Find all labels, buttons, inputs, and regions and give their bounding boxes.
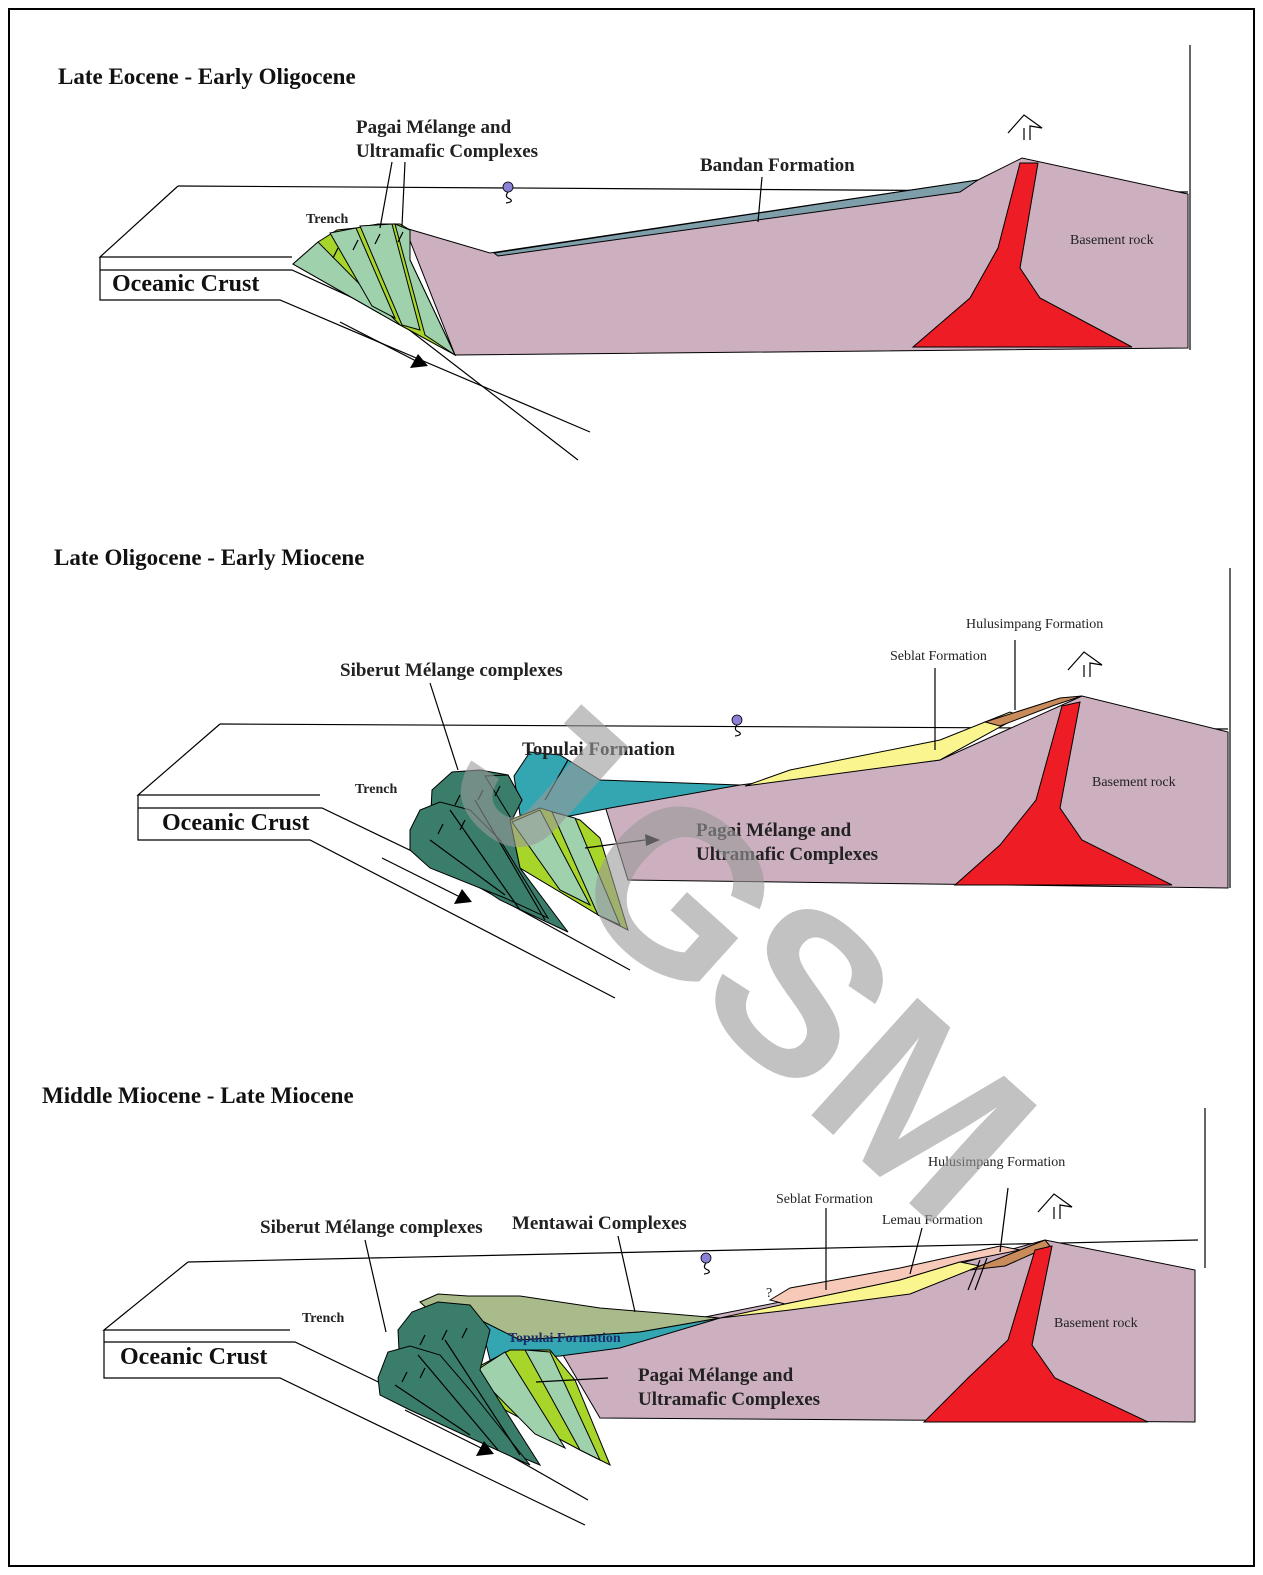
panel-3-topulai-label: Topulai Formation bbox=[508, 1331, 621, 1346]
panel-2-volcano-icon bbox=[1068, 652, 1102, 677]
panel-2-siberut-label: Siberut Mélange complexes bbox=[340, 660, 563, 681]
panel-3-mentawai-label: Mentawai Complexes bbox=[512, 1213, 687, 1234]
panel-2-ocean-top bbox=[138, 724, 320, 795]
panel-2-trench-label: Trench bbox=[355, 782, 397, 797]
panel-3-sea-marker-icon bbox=[701, 1253, 711, 1263]
panel-2-hulusimpang-label: Hulusimpang Formation bbox=[966, 617, 1103, 632]
panel-3-siberut-label: Siberut Mélange complexes bbox=[260, 1217, 483, 1238]
panel-3-pagai-label-1: Pagai Mélange and bbox=[638, 1365, 794, 1386]
panel-1-trench-label: Trench bbox=[306, 212, 348, 227]
panel-1-pagai-leaders bbox=[380, 162, 405, 228]
panel-1-oceanic-crust-label: Oceanic Crust bbox=[112, 271, 259, 297]
panel-1-basement-label: Basement rock bbox=[1070, 233, 1154, 248]
panel-2-seblat-label: Seblat Formation bbox=[890, 649, 987, 664]
panel-2-subduction-arrow-icon bbox=[454, 889, 472, 904]
panel-2-basement-label: Basement rock bbox=[1092, 775, 1176, 790]
panel-1: Late Eocene - Early Oligocene bbox=[58, 45, 1190, 460]
panel-1-title: Late Eocene - Early Oligocene bbox=[58, 64, 356, 89]
panel-3-pagai-label-2: Ultramafic Complexes bbox=[638, 1389, 820, 1410]
panel-3-basement-label: Basement rock bbox=[1054, 1316, 1138, 1331]
panel-3-sea-marker-tail bbox=[704, 1263, 709, 1274]
panel-3-mentawai-leader bbox=[618, 1236, 635, 1312]
panel-2-oceanic-crust-label: Oceanic Crust bbox=[162, 810, 309, 836]
panel-1-bandan-label: Bandan Formation bbox=[700, 155, 855, 176]
panel-1-sea-marker-tail bbox=[506, 192, 511, 203]
panel-1-sea-marker-icon bbox=[503, 182, 513, 192]
panel-3-hulusimpang-leader bbox=[1000, 1188, 1008, 1252]
panel-3-volcano-icon bbox=[1038, 1194, 1072, 1219]
panel-3-trench-label: Trench bbox=[302, 1311, 344, 1326]
panel-3-title: Middle Miocene - Late Miocene bbox=[42, 1083, 354, 1108]
panel-3: Middle Miocene - Late Miocene bbox=[42, 1083, 1205, 1525]
panel-2-siberut-leader bbox=[430, 683, 458, 770]
panel-1-volcano-icon bbox=[1008, 115, 1042, 140]
panel-1-pagai-label-2: Ultramafic Complexes bbox=[356, 141, 538, 162]
panel-1-ocean-top bbox=[100, 186, 292, 257]
panel-3-siberut-leader bbox=[365, 1240, 386, 1332]
panel-2-sea-marker-icon bbox=[732, 715, 742, 725]
panel-2-title: Late Oligocene - Early Miocene bbox=[54, 545, 364, 570]
panel-3-oceanic-crust-label: Oceanic Crust bbox=[120, 1344, 267, 1370]
panel-3-ocean-top bbox=[104, 1262, 290, 1330]
panel-1-pagai-label-1: Pagai Mélange and bbox=[356, 117, 512, 138]
panel-3-question-mark: ? bbox=[766, 1286, 772, 1301]
